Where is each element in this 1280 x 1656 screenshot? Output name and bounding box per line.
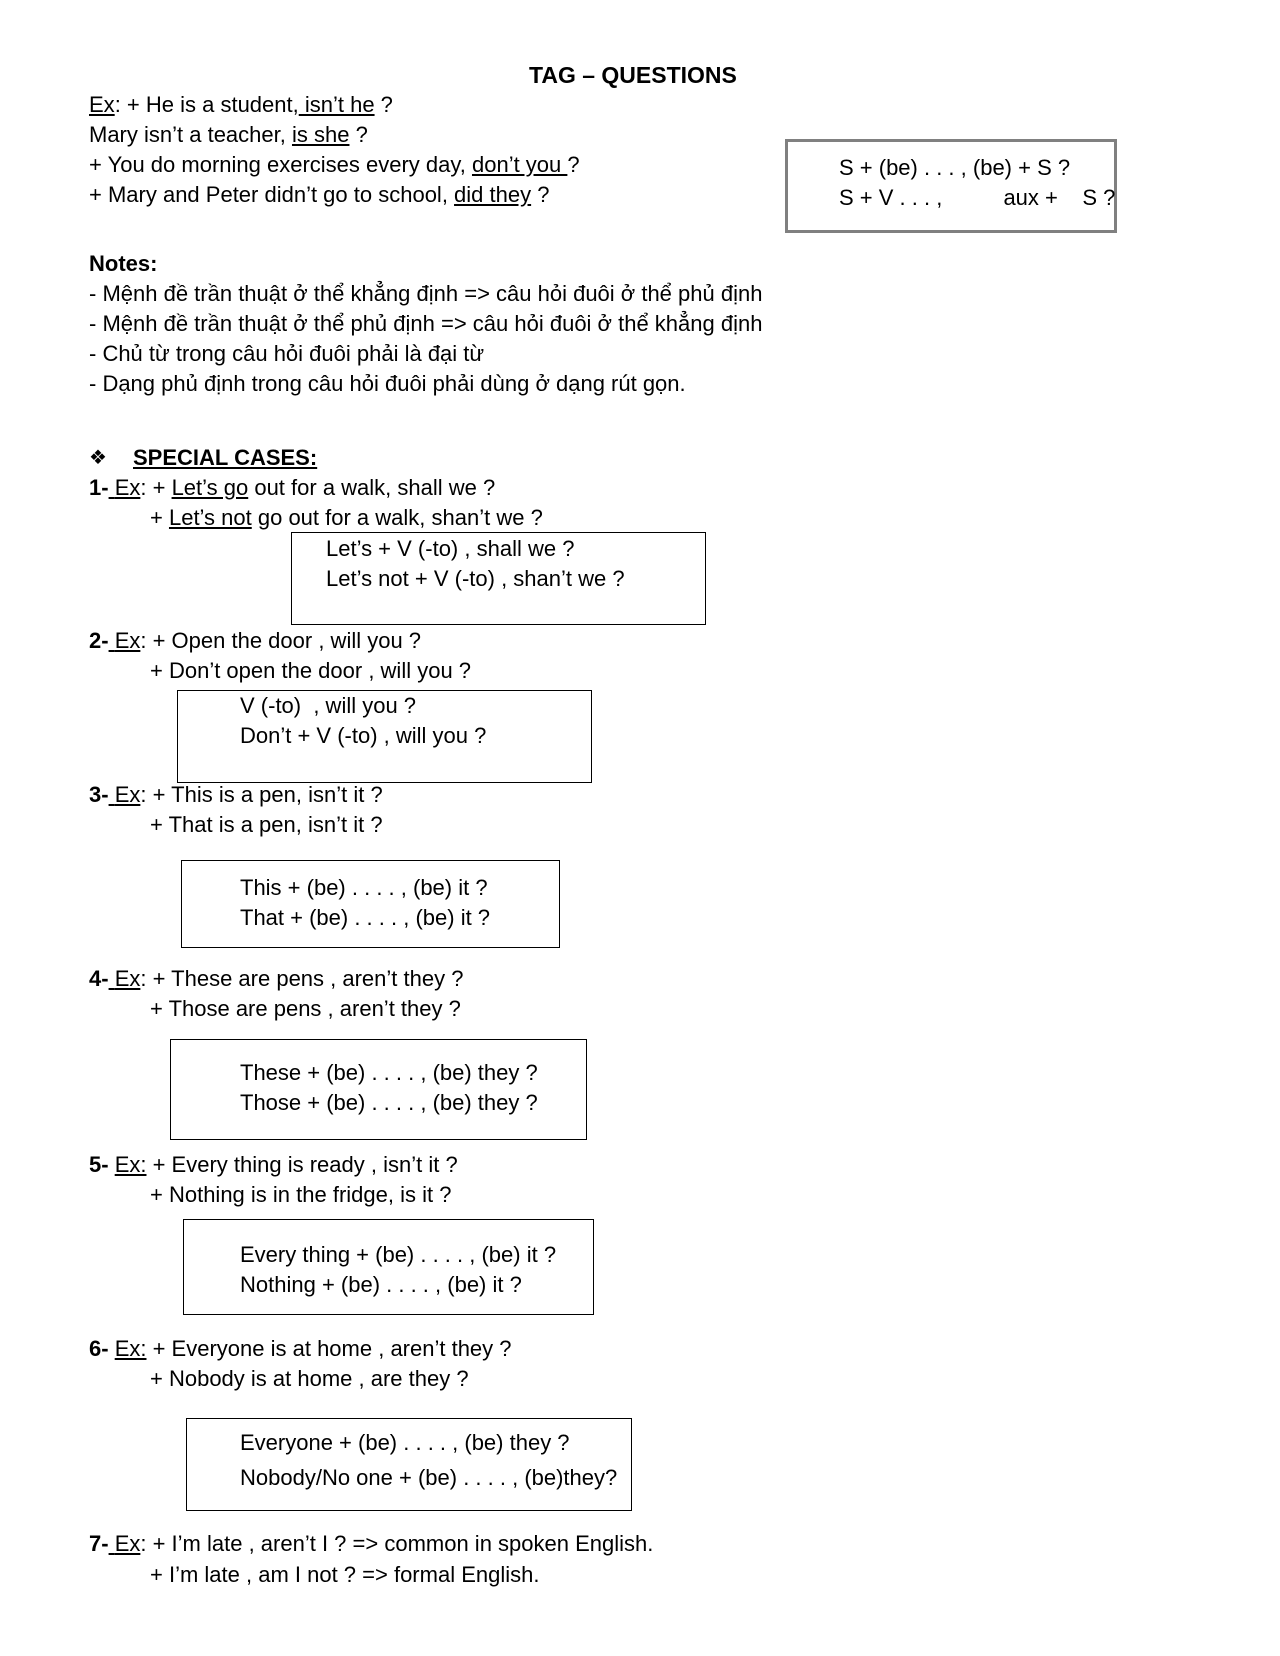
case-1-line-2: + Let’s not go out for a walk, shan’t we… [150, 505, 543, 530]
page-title: TAG – QUESTIONS [529, 62, 737, 88]
case-5-line-1: 5- Ex: + Every thing is ready , isn’t it… [89, 1152, 458, 1177]
case-3-line-1: 3- Ex: + This is a pen, isn’t it ? [89, 782, 383, 807]
note-item: - Mệnh đề trần thuật ở thể phủ định => c… [89, 311, 763, 336]
diamond-bullet-icon: ❖ [89, 447, 107, 469]
case-2-line-1: 2- Ex: + Open the door , will you ? [89, 628, 422, 653]
notes-heading: Notes: [89, 251, 158, 276]
case-5-line-2: + Nothing is in the fridge, is it ? [150, 1182, 452, 1207]
note-item: - Dạng phủ định trong câu hỏi đuôi phải … [89, 371, 686, 396]
note-item: - Chủ từ trong câu hỏi đuôi phải là đại … [89, 341, 485, 366]
formula-box-these-those: These + (be) . . . . , (be) they ? Those… [170, 1039, 587, 1140]
case-1-line-1: 1- Ex: + Let’s go out for a walk, shall … [89, 475, 496, 500]
case-6-line-2: + Nobody is at home , are they ? [150, 1366, 469, 1391]
formula-box-lets: Let’s + V (-to) , shall we ? Let’s not +… [291, 532, 706, 625]
special-cases-heading: SPECIAL CASES: [133, 445, 318, 470]
formula-box-this-that: This + (be) . . . . , (be) it ? That + (… [181, 860, 560, 948]
formula-box-general: S + (be) . . . , (be) + S ? S + V . . . … [785, 139, 1117, 233]
case-3-line-2: + That is a pen, isn’t it ? [150, 812, 383, 837]
case-7-line-1: 7- Ex: + I’m late , aren’t I ? => common… [89, 1531, 654, 1556]
intro-line-2: Mary isn’t a teacher, is she ? [89, 122, 368, 147]
case-2-line-2: + Don’t open the door , will you ? [150, 658, 472, 683]
formula-box-everyone-nobody: Everyone + (be) . . . . , (be) they ? No… [186, 1418, 632, 1511]
case-7-line-2: + I’m late , am I not ? => formal Englis… [150, 1562, 540, 1587]
intro-line-3: + You do morning exercises every day, do… [89, 152, 580, 177]
intro-line-4: + Mary and Peter didn’t go to school, di… [89, 182, 550, 207]
case-6-line-1: 6- Ex: + Everyone is at home , aren’t th… [89, 1336, 512, 1361]
formula-box-imperative: V (-to) , will you ? Don’t + V (-to) , w… [177, 690, 592, 783]
intro-line-1: Ex: + He is a student, isn’t he ? [89, 92, 393, 117]
ex-label: Ex [89, 92, 115, 117]
case-4-line-1: 4- Ex: + These are pens , aren’t they ? [89, 966, 464, 991]
formula-box-everything-nothing: Every thing + (be) . . . . , (be) it ? N… [183, 1219, 594, 1315]
note-item: - Mệnh đề trần thuật ở thể khẳng định =>… [89, 281, 763, 306]
case-4-line-2: + Those are pens , aren’t they ? [150, 996, 461, 1021]
